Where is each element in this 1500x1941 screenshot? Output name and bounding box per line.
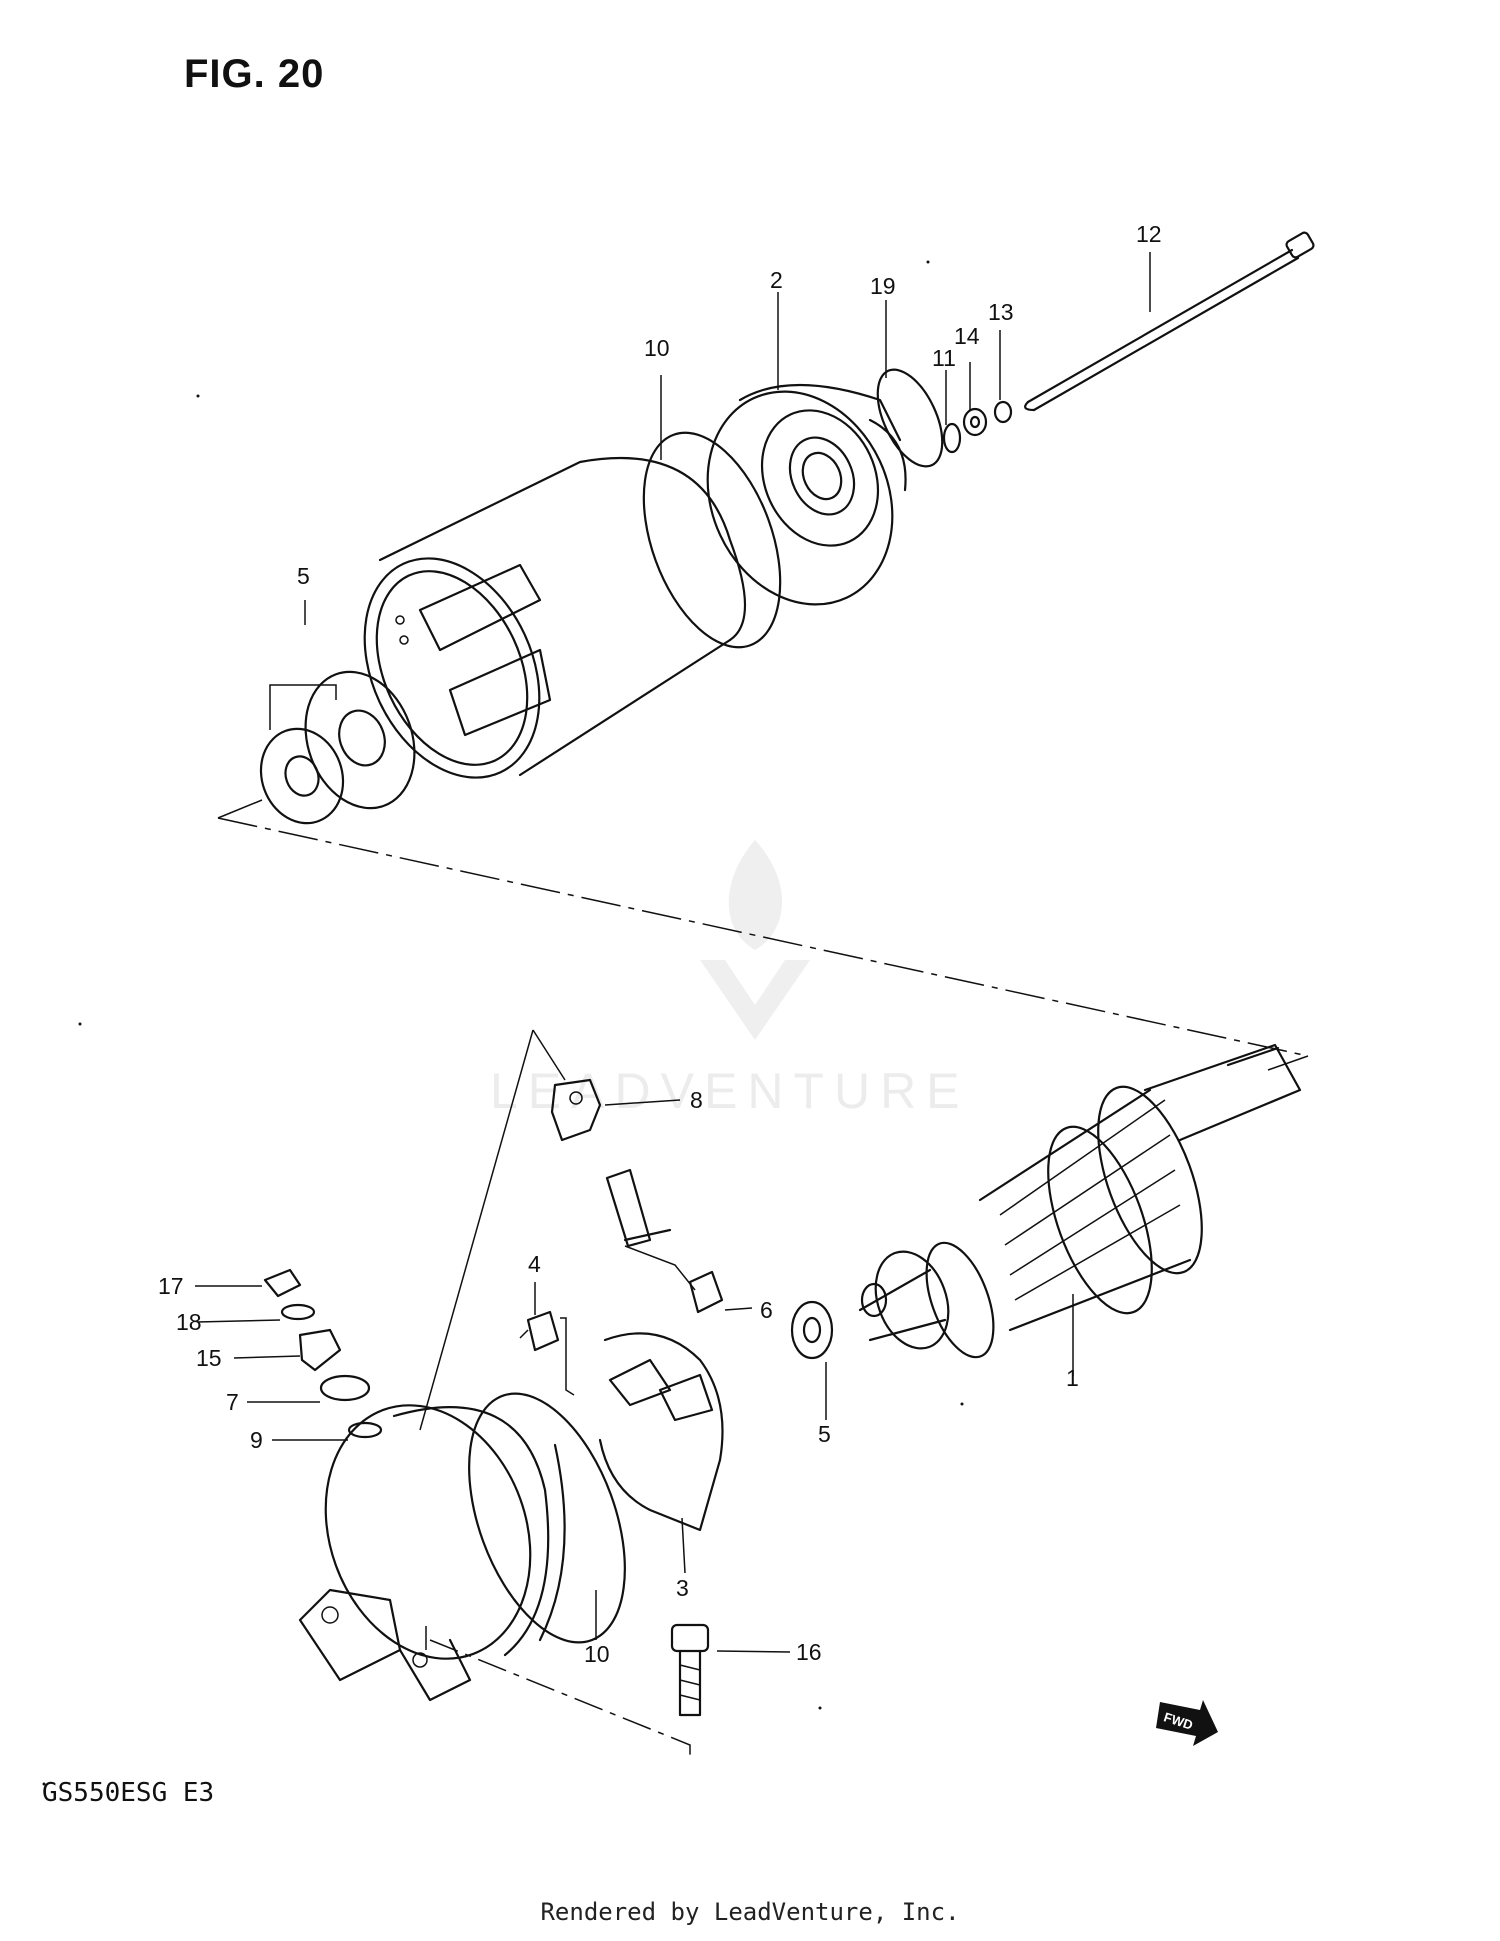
washer-13: [993, 400, 1013, 424]
render-credit: Rendered by LeadVenture, Inc.: [540, 1898, 960, 1926]
fwd-arrow-icon: FWD: [1156, 1700, 1218, 1746]
callout-14: 14: [954, 323, 980, 349]
watermark-text: LEADVENTURE: [490, 1063, 970, 1119]
callout-15: 15: [196, 1345, 222, 1371]
insulator-15: [298, 1328, 342, 1372]
watermark-v-icon: [700, 960, 810, 1040]
model-code: GS550ESG E3: [42, 1778, 215, 1808]
bracket-lines-16: [429, 1639, 691, 1762]
callout-8: 8: [690, 1087, 703, 1113]
callout-18: 18: [176, 1309, 202, 1335]
bracket-lines-8: [419, 1029, 566, 1431]
callout-10-upper: 10: [644, 335, 670, 361]
o-ring-19: [876, 368, 944, 468]
end-cover-housing: [706, 383, 907, 606]
screw-16: [670, 1623, 710, 1717]
callout-5-upper: 5: [297, 563, 310, 589]
bracket-5-upper: [269, 684, 337, 730]
figure-title: FIG. 20: [184, 52, 325, 96]
o-ring-lower: [468, 1392, 626, 1644]
washer-18: [280, 1303, 316, 1321]
callout-4: 4: [528, 1251, 541, 1277]
callout-13: 13: [988, 299, 1014, 325]
washer-7: [319, 1374, 371, 1402]
callout-3: 3: [676, 1575, 689, 1601]
callout-6: 6: [760, 1297, 773, 1323]
watermark-flame-icon: [728, 840, 783, 950]
callout-12: 12: [1136, 221, 1162, 247]
washer-9: [347, 1421, 383, 1439]
callout-2: 2: [770, 267, 783, 293]
callout-7: 7: [226, 1389, 239, 1415]
watermark: LEADVENTURE: [490, 840, 970, 1119]
callout-1: 1: [1066, 1365, 1079, 1391]
shim-upper-b: [304, 670, 416, 810]
callout-11: 11: [932, 345, 956, 371]
yoke-housing: [363, 456, 746, 779]
rear-end-cover: [298, 1404, 566, 1702]
washer-11: [942, 422, 962, 454]
armature: [858, 1043, 1302, 1359]
terminal-8: [550, 1078, 602, 1142]
leader-lines: [195, 252, 1151, 1653]
callout-19: 19: [870, 273, 896, 299]
washer-14: [962, 407, 988, 437]
shim-upper-a: [259, 727, 345, 825]
center-line-right-end: [1267, 1055, 1309, 1071]
brush-4: [519, 1310, 575, 1396]
callout-9: 9: [250, 1427, 263, 1453]
center-line-left-end: [217, 799, 263, 819]
long-bolt: [1024, 231, 1315, 412]
nut-17: [263, 1268, 302, 1298]
brush-holder-plate: [598, 1332, 724, 1532]
brush-6: [605, 1168, 724, 1314]
callout-5-lower: 5: [818, 1421, 831, 1447]
shim-lower: [790, 1300, 834, 1360]
callout-16: 16: [796, 1639, 822, 1665]
callout-10-lower: 10: [584, 1641, 610, 1667]
callout-17: 17: [158, 1273, 184, 1299]
o-ring-upper: [642, 431, 782, 649]
